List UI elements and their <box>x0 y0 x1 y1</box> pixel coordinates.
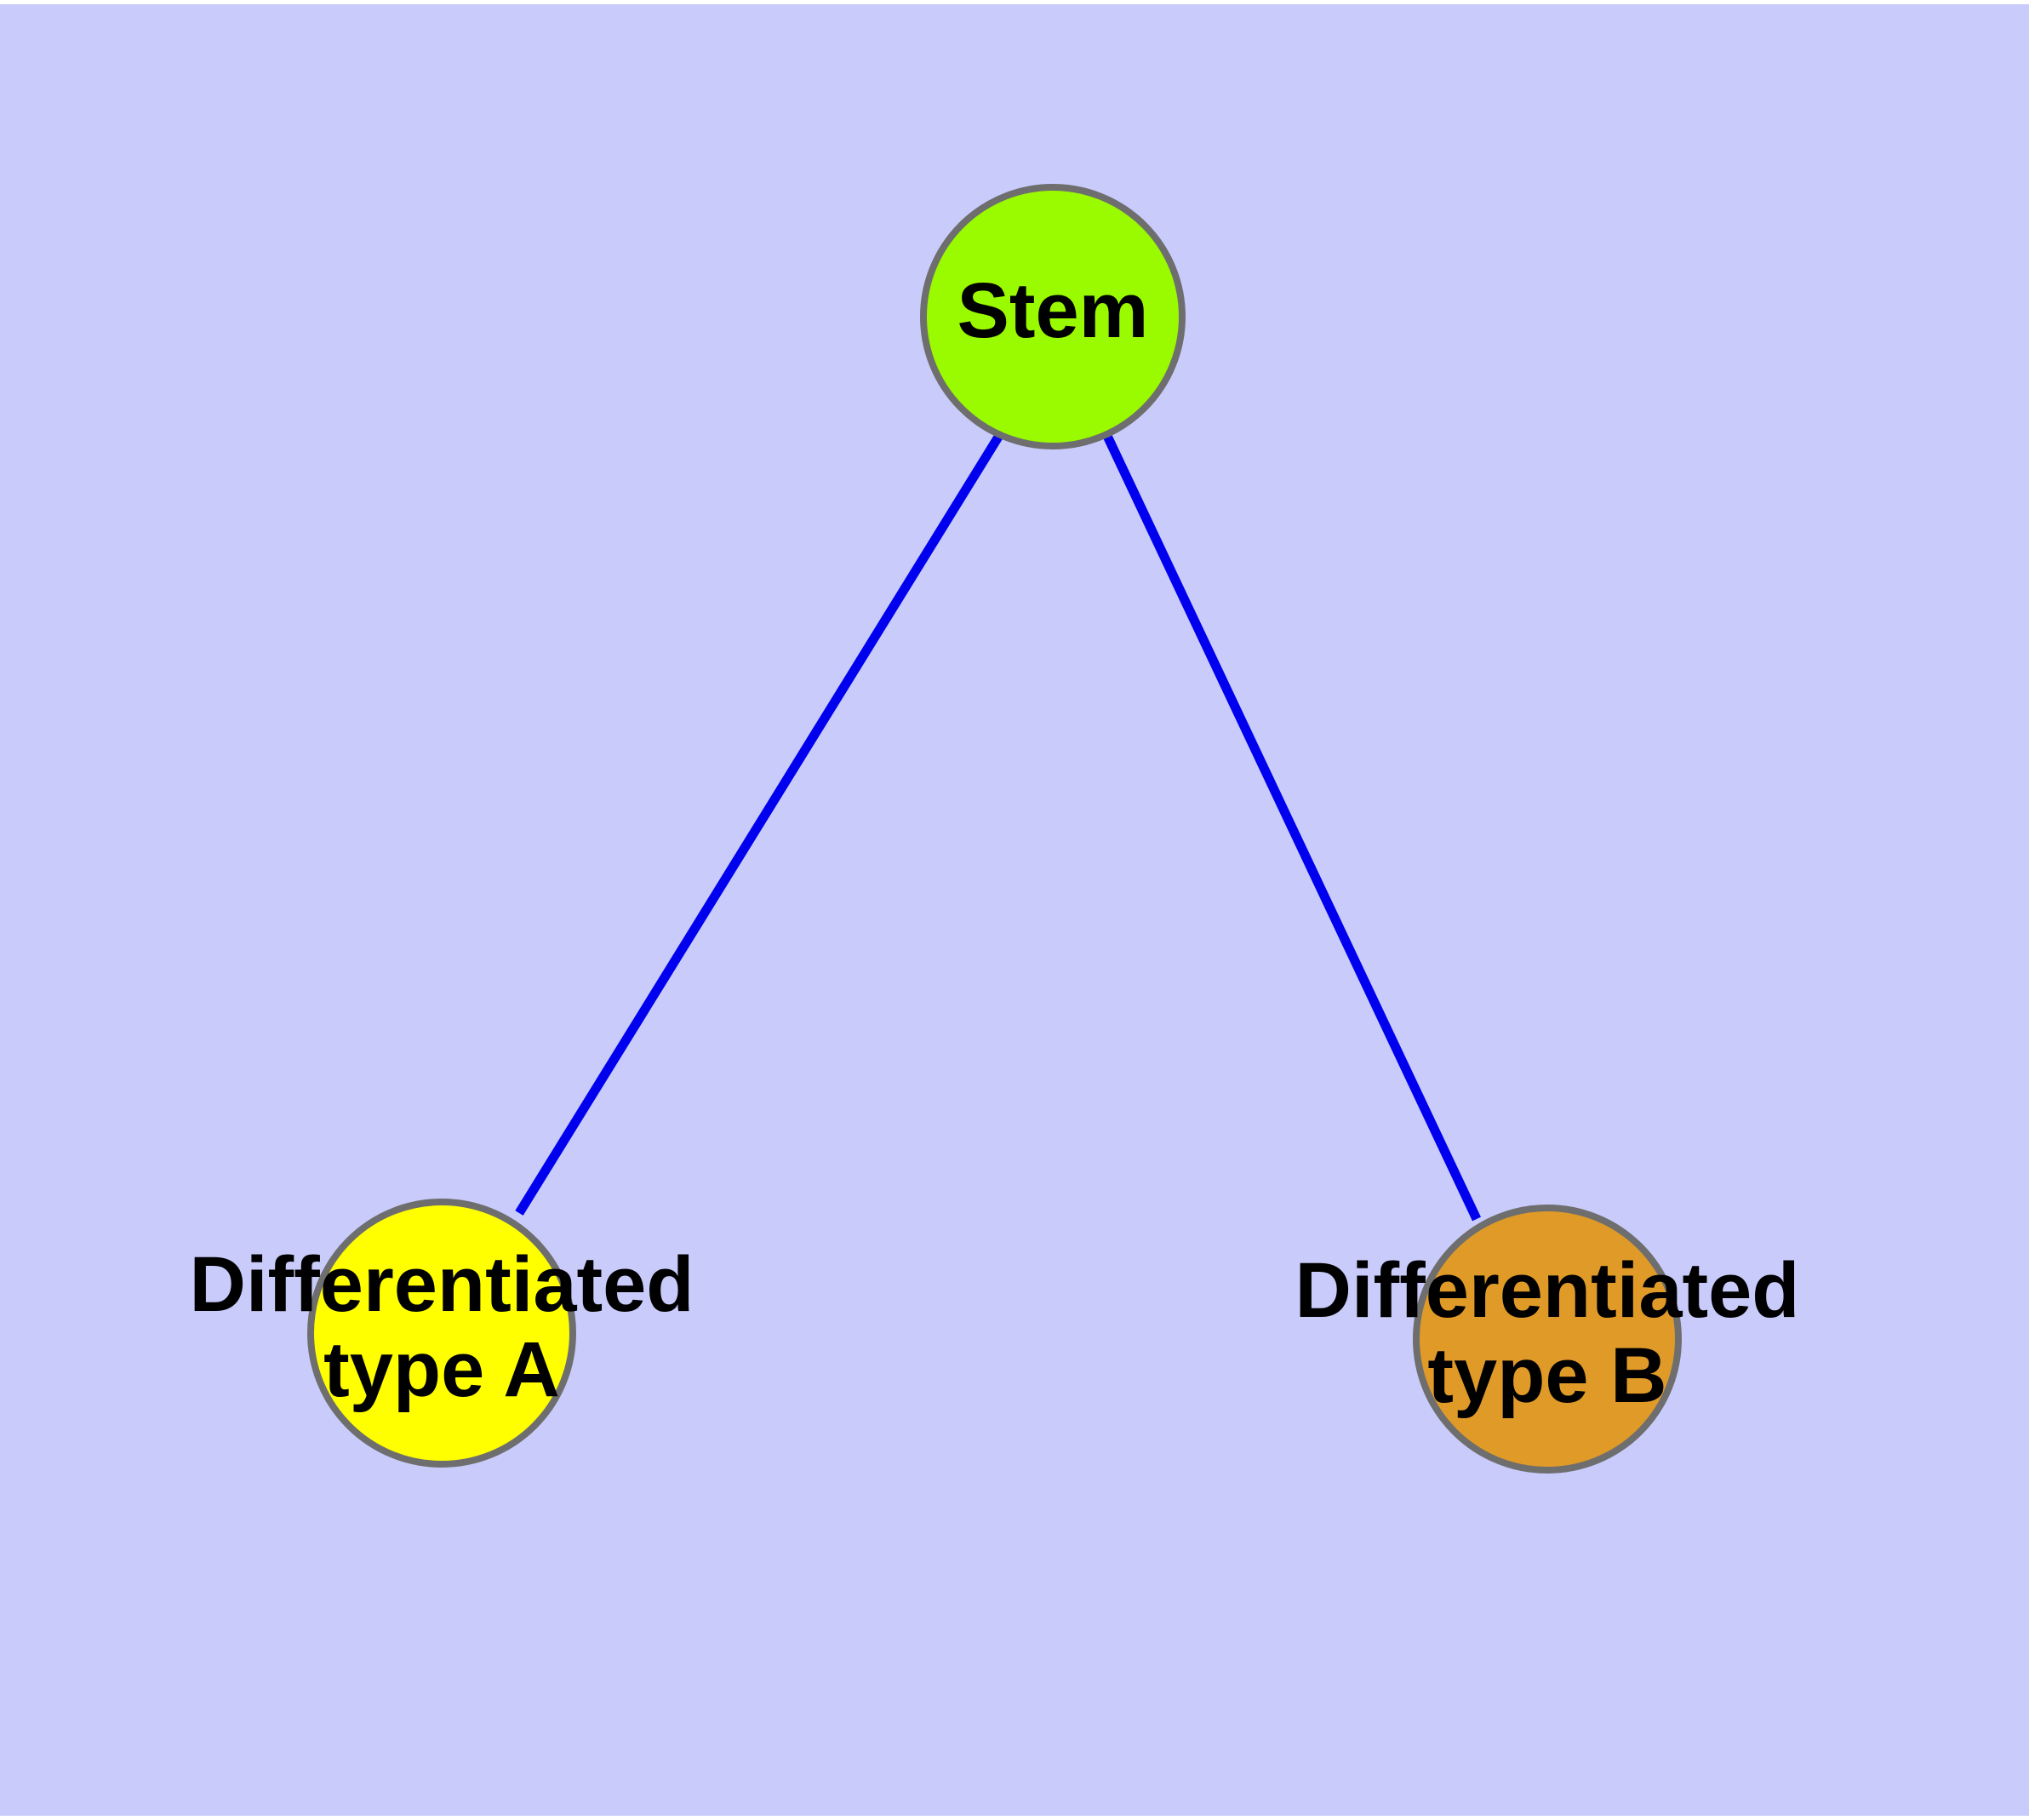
node-layer <box>307 184 1682 1474</box>
node-label-line: type B <box>1427 1332 1666 1419</box>
edge-stem-to-diff-a[interactable] <box>515 432 1004 1216</box>
node-circle-diff-a[interactable] <box>307 1199 576 1468</box>
node-circle-diff-b[interactable] <box>1413 1205 1682 1474</box>
node-label-line: Stem <box>957 267 1149 354</box>
edge-stem-to-diff-b[interactable] <box>1102 432 1481 1222</box>
node-label-line: type A <box>323 1326 560 1413</box>
node-circle-stem[interactable] <box>920 184 1186 449</box>
node-label-stem: Stem <box>957 267 1149 354</box>
node-label-line: Differentiated <box>190 1241 694 1328</box>
node-label-line: Differentiated <box>1295 1247 1800 1334</box>
edge-layer <box>515 432 1481 1222</box>
